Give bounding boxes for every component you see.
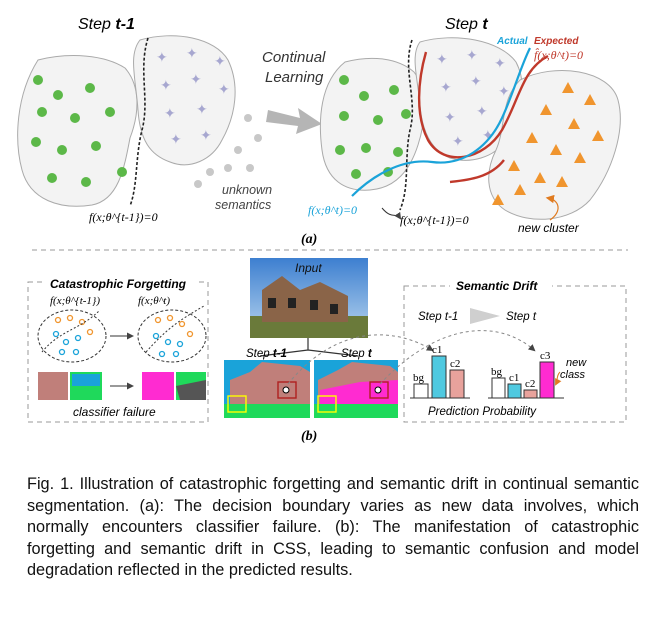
continual-learning-label-2: Learning [265,69,324,86]
orange-triangles-new-cluster [492,82,604,205]
svg-text:✦: ✦ [482,128,494,144]
actual-label: Actual [496,36,528,47]
svg-text:✦: ✦ [466,48,478,64]
bar-left-label-c2: c2 [450,358,460,370]
panel-b-label: (b) [301,429,317,444]
input-building [262,276,348,322]
svg-text:✦: ✦ [440,80,452,96]
cf-thumb-1a [38,372,68,400]
plus-marks-right: ✦ ✦ ✦ ✦ ✦ ✦ ✦ ✦ ✦ ✦ [436,48,510,150]
boundary-prev-label-right: f(x;θ^{t-1})=0 [400,213,469,227]
step-prev-title: Step t-1 [78,16,135,33]
bar-right-c3 [539,361,555,399]
unknown-semantics-dots [194,114,262,188]
prediction-probability-label: Prediction Probability [428,406,537,418]
figure-caption: Fig. 1. Illustration of catastrophic for… [27,475,639,580]
panel-a-label: (a) [301,232,317,247]
boundary-pointer-arrow [381,207,402,220]
panel-a: Step t-1 ✦ ✦ ✦ ✦ ✦ ✦ ✦ ✦ ✦ ✦ f(x;θ^{t-1})=0 unk… [17,16,621,247]
svg-text:✦: ✦ [156,50,168,66]
unknown-semantics-label-2: semantics [215,198,271,212]
unknown-semantics-label-1: unknown [222,183,272,197]
cf-boundary-prev [41,309,101,353]
svg-text:✦: ✦ [196,102,208,118]
svg-text:✦: ✦ [200,128,212,144]
boundary-prev-line [129,37,149,207]
seg-prev-highlight [277,381,297,399]
svg-text:✦: ✦ [190,72,202,88]
continual-learning-arrow [266,108,322,134]
plus-cluster-blob-left [133,35,236,166]
svg-text:✦: ✦ [444,110,456,126]
seg-step-prev-label: Step t-1 [246,348,287,360]
bar-right-c1 [507,383,522,399]
panel-b: Catastrophic Forgetting f(x;θ^{t-1}) f(x… [27,258,627,444]
actual-boundary-line [351,47,531,197]
svg-text:✦: ✦ [186,46,198,62]
green-cluster-blob-left [17,55,138,207]
bar-right-label-c2: c2 [525,378,535,390]
pointer-to-bars-cur [379,330,536,385]
svg-text:✦: ✦ [170,132,182,148]
bar-right-c2 [523,389,538,399]
cf-thumb-2a [142,372,174,400]
cf-cluster-prev [37,309,107,363]
svg-text:✦: ✦ [436,52,448,68]
svg-text:✦: ✦ [164,106,176,122]
svg-text:✦: ✦ [470,74,482,90]
bar-right-bg [491,377,506,399]
bar-left-label-bg: bg [413,372,425,384]
cf-f-prev-label: f(x;θ^{t-1}) [50,295,100,307]
svg-text:✦: ✦ [452,134,464,150]
new-class-arrow [555,371,562,386]
bar-right-label-bg: bg [491,366,503,378]
green-dots-left [31,75,127,187]
svg-text:✦: ✦ [494,56,506,72]
cf-cluster-cur [137,309,207,363]
svg-text:✦: ✦ [218,82,230,98]
seg-step-cur-label: Step t [341,348,373,360]
new-cluster-label: new cluster [518,221,580,235]
expected-label: Expected [534,36,579,47]
svg-text:✦: ✦ [476,104,488,120]
input-label: Input [295,261,322,275]
bar-right-label-c3: c3 [540,350,551,362]
cf-boundary-cur [145,305,205,353]
semantic-drift-title: Semantic Drift [456,279,538,293]
new-cluster-blob [488,70,621,220]
classifier-failure-label: classifier failure [73,405,156,419]
svg-text:✦: ✦ [214,54,226,70]
svg-text:✦: ✦ [498,84,510,100]
bar-left-bg [413,383,429,399]
boundary-prev-label: f(x;θ^{t-1})=0 [89,210,158,224]
seg-cur-highlight [369,381,389,399]
bar-left-c2 [449,369,465,399]
sd-step-arrow [470,308,500,324]
cf-f-cur-label: f(x;θ^t) [138,295,170,307]
svg-text:✦: ✦ [160,78,172,94]
bar-right-label-c1: c1 [509,372,519,384]
continual-learning-label-1: Continual [262,49,326,66]
bar-left-label-c1: c1 [432,344,442,356]
new-class-label-1: new [566,357,587,369]
sd-step-cur-label: Step t [506,311,537,323]
figure-illustration: Step t-1 ✦ ✦ ✦ ✦ ✦ ✦ ✦ ✦ ✦ ✦ f(x;θ^{t-1})=0 unk… [17,16,628,444]
plus-marks-left: ✦ ✦ ✦ ✦ ✦ ✦ ✦ ✦ ✦ ✦ [156,46,230,148]
sd-step-prev-label: Step t-1 [418,311,458,323]
catastrophic-forgetting-title: Catastrophic Forgetting [50,277,187,291]
boundary-dotted-right [399,39,414,211]
step-cur-title: Step t [445,16,488,33]
boundary-cur-label: f(x;θ^t)=0 [308,203,357,217]
green-cluster-blob-right [319,57,425,191]
new-class-label-2: class [560,369,586,381]
new-cluster-arrow [545,194,559,221]
bar-left-c1 [431,355,447,399]
expected-boundary-line-2 [449,159,505,184]
input-split-lines [259,338,359,357]
